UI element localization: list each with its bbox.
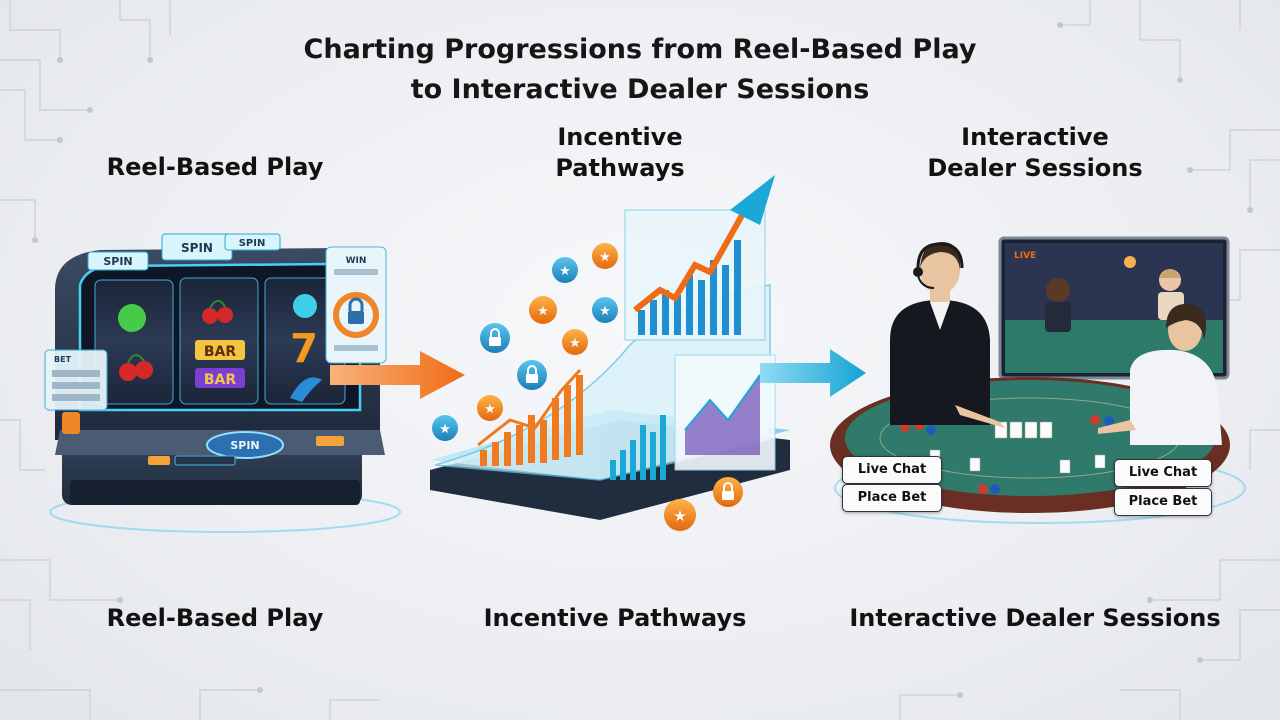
incentive-pathway-graphic: ★ ★ ★ ★ ★ ★ ★ ★: [430, 175, 790, 531]
trend-arrow-head: [730, 175, 775, 225]
title-line-1: Charting Progressions from Reel-Based Pl…: [303, 34, 977, 65]
bar-symbol-2: BAR: [204, 372, 237, 388]
incentive-footer: Incentive Pathways: [483, 604, 747, 632]
place-bet-button-left[interactable]: Place Bet: [842, 484, 942, 512]
arrow-right-icon: [330, 351, 465, 399]
dealer-heading-line-2: Dealer Sessions: [927, 154, 1143, 182]
incentive-heading-line-1: Incentive: [557, 123, 683, 151]
reel-footer: Reel-Based Play: [106, 604, 324, 632]
incentive-heading: Incentive Pathways: [520, 122, 720, 184]
win-panel: WIN: [325, 246, 387, 364]
spin-sign-left: SPIN: [103, 255, 132, 268]
dealer-icon: [890, 242, 1005, 428]
coin-lock-icon: [480, 323, 743, 507]
seven-symbol: 7: [290, 326, 318, 372]
svg-text:★: ★: [599, 250, 611, 265]
slot-machine-icon: BAR BAR 7 SPIN SPIN SPIN SPIN BET: [44, 233, 401, 533]
bar-symbol-1: BAR: [204, 344, 237, 360]
bet-panel-label: BET: [54, 355, 72, 364]
title-line-2: to Interactive Dealer Sessions: [410, 74, 870, 105]
win-label: WIN: [346, 256, 367, 266]
arrow-right-icon: [760, 349, 866, 397]
coin-star-icon: ★ ★ ★ ★ ★ ★ ★ ★: [432, 243, 696, 531]
svg-text:★: ★: [569, 336, 581, 351]
spin-button-label: SPIN: [230, 439, 259, 452]
reel-heading: Reel-Based Play: [106, 153, 324, 181]
dealer-heading-line-1: Interactive: [961, 123, 1109, 151]
spin-sign-center: SPIN: [181, 241, 213, 255]
svg-text:★: ★: [537, 304, 549, 319]
svg-text:★: ★: [673, 507, 686, 525]
dealer-footer: Interactive Dealer Sessions: [849, 604, 1221, 632]
player-icon: [1098, 303, 1222, 445]
live-screen-label: LIVE: [1014, 251, 1036, 261]
live-chat-button-right[interactable]: Live Chat: [1114, 459, 1212, 487]
growth-chart-icon: [638, 240, 741, 335]
page-title: Charting Progressions from Reel-Based Pl…: [0, 30, 1280, 110]
spin-sign-right: SPIN: [239, 238, 266, 249]
incentive-heading-line-2: Pathways: [555, 154, 685, 182]
svg-text:★: ★: [484, 402, 496, 417]
svg-text:★: ★: [599, 304, 611, 319]
live-chat-button-left[interactable]: Live Chat: [842, 456, 942, 484]
place-bet-button-right[interactable]: Place Bet: [1114, 488, 1212, 516]
svg-text:★: ★: [439, 422, 451, 437]
dealer-heading: Interactive Dealer Sessions: [900, 122, 1170, 184]
svg-text:★: ★: [559, 264, 571, 279]
